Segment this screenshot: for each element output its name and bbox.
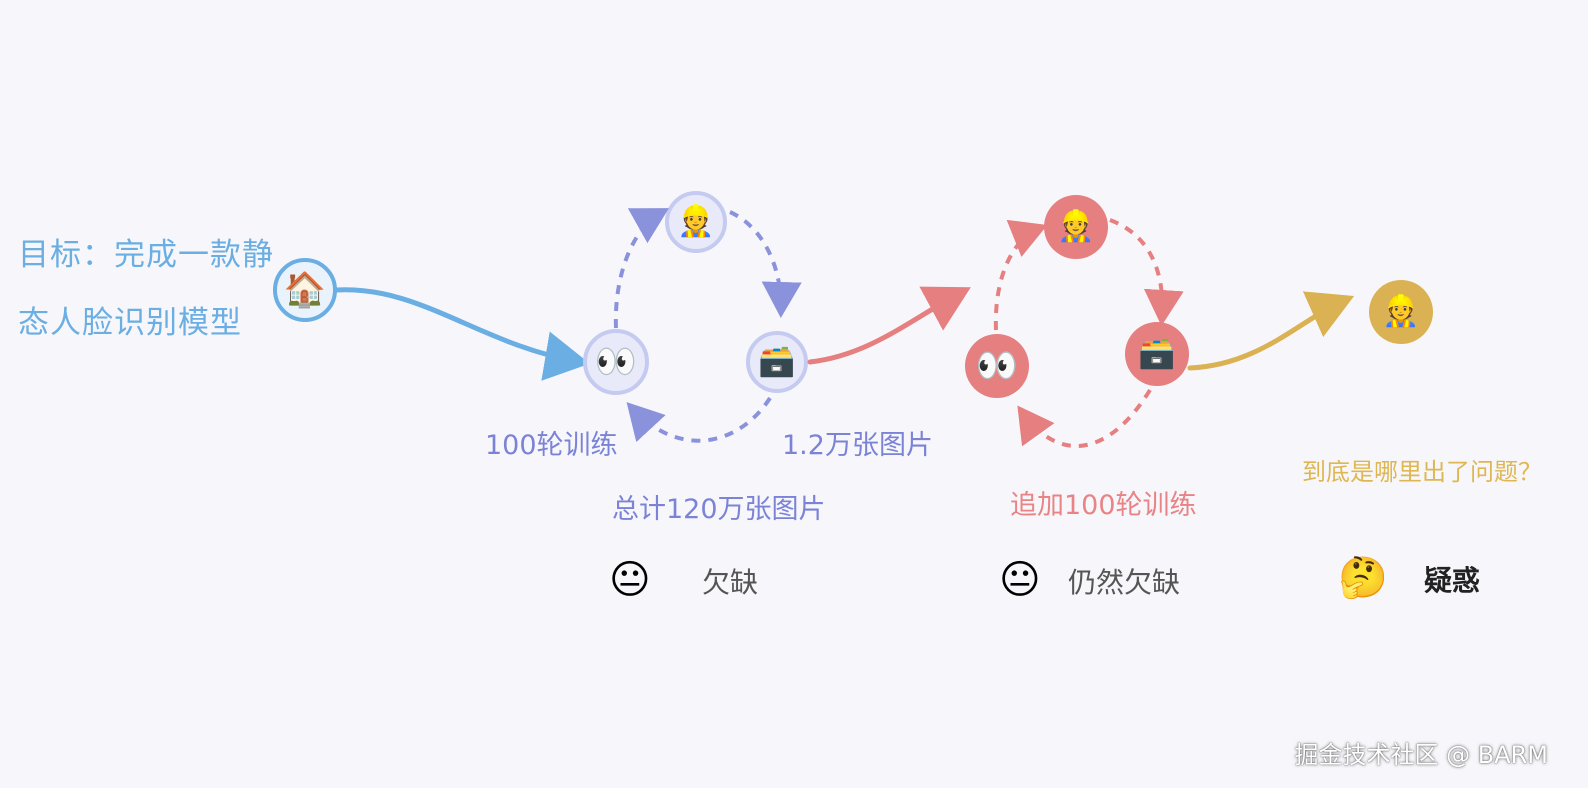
eyes-node-1: [583, 329, 649, 395]
status-lacking: 欠缺: [702, 566, 759, 599]
watermark: 掘金技术社区 @ BARM: [1294, 741, 1548, 769]
arrow-phase2-to-phase3: [1187, 291, 1355, 371]
neutral-face-icon: 😐: [609, 557, 651, 603]
cycle-arrow-machine-to-eyes: [626, 396, 772, 443]
eyes-node-2: [965, 334, 1029, 398]
worker-icon: 👷: [1382, 294, 1420, 329]
machine-icon: 🗃️: [758, 344, 796, 379]
question-label: 到底是哪里出了问题？: [1302, 458, 1542, 486]
arrow-phase1-to-phase2: [807, 286, 971, 365]
worker-node-2: [1044, 195, 1108, 259]
cycle-arrow-eyes-to-worker: [613, 208, 669, 329]
worker-icon: 👷: [677, 204, 715, 239]
cycle-arrow-eyes-to-worker-2: [993, 219, 1048, 331]
cycle-arrow-worker-to-machine-2: [1109, 218, 1184, 326]
total-images-label: 总计120万张图片: [612, 494, 826, 525]
worker-icon: 👷: [1057, 209, 1095, 244]
machine-node-2: [1125, 322, 1189, 386]
status-confused: 疑惑: [1424, 564, 1481, 597]
status-still-lacking: 仍然欠缺: [1068, 566, 1181, 599]
machine-node-1: [746, 331, 808, 393]
worker-node-3: [1369, 280, 1433, 344]
cycle-arrow-machine-to-eyes-2: [1017, 388, 1152, 449]
goal-line-2: 态人脸识别模型: [18, 305, 242, 341]
cycle-arrow-worker-to-machine: [729, 210, 802, 318]
eyes-icon: 👀: [975, 346, 1019, 386]
machine-icon: 🗃️: [1138, 336, 1176, 371]
goal-line-1: 目标：完成一款静: [18, 237, 274, 273]
thinking-face-icon: 🤔: [1338, 555, 1388, 601]
extra-rounds-label: 追加100轮训练: [1010, 490, 1197, 521]
eyes-icon: 👀: [594, 342, 638, 382]
house-icon: 🏠: [283, 270, 327, 310]
rounds-label: 100轮训练: [485, 430, 618, 461]
arrow-house-to-eyes: [333, 287, 590, 381]
neutral-face-icon: 😐: [999, 557, 1041, 603]
images-per-round-label: 1.2万张图片: [782, 430, 933, 461]
